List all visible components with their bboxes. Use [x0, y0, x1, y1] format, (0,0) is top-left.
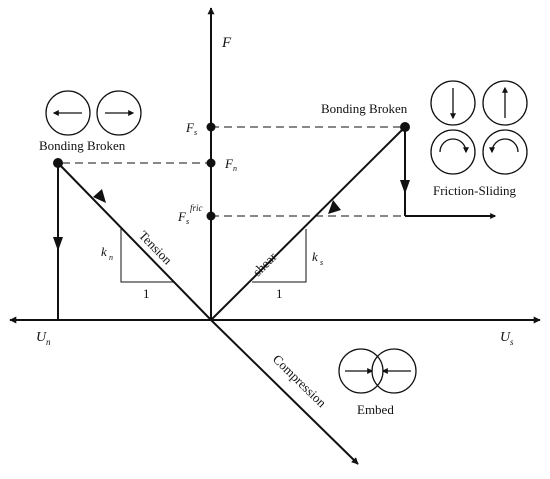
tension-arrow [93, 189, 106, 203]
embed-label: Embed [357, 402, 394, 417]
tension-state-label: Bonding Broken [39, 138, 126, 153]
shear-unit: 1 [276, 286, 283, 301]
tension-particles-icon [45, 90, 142, 136]
fs-sub: s [194, 128, 197, 137]
tension-drop-arrow [53, 237, 63, 251]
fric-sub: s [186, 217, 189, 226]
shear-state-label: Bonding Broken [321, 101, 408, 116]
shear-stiffness-sub: s [320, 258, 323, 267]
normal-axis-label: U [36, 330, 47, 345]
shear-stiffness-triangle [252, 229, 307, 283]
fric-label: F [177, 209, 187, 224]
embed-particles-icon [338, 348, 417, 394]
fn-sub: n [233, 164, 237, 173]
fs-label: F [185, 120, 195, 135]
shear-axis-label: U [500, 330, 511, 345]
fric-sup: fric [190, 203, 203, 213]
shear-arrow-1 [328, 200, 341, 214]
tension-unit: 1 [143, 286, 150, 301]
shear-axis-sub: s [510, 337, 514, 347]
tension-stiffness-label: k [101, 244, 107, 259]
shear-drop-arrow [400, 180, 410, 194]
tension-stiffness-sub: n [109, 253, 113, 262]
tension-stiffness-triangle [120, 227, 174, 283]
friction-particles-icon [430, 80, 528, 175]
compression-line [210, 319, 359, 465]
fn-label: F [224, 156, 234, 171]
shear-label: shear [250, 249, 280, 279]
force-axis-label: F [221, 35, 232, 51]
tension-line [57, 162, 212, 321]
compression-label: Compression [270, 351, 330, 410]
friction-sliding-label: Friction-Sliding [433, 183, 517, 198]
shear-stiffness-label: k [312, 249, 318, 264]
shear-line [210, 126, 406, 321]
normal-axis-sub: n [46, 337, 51, 347]
